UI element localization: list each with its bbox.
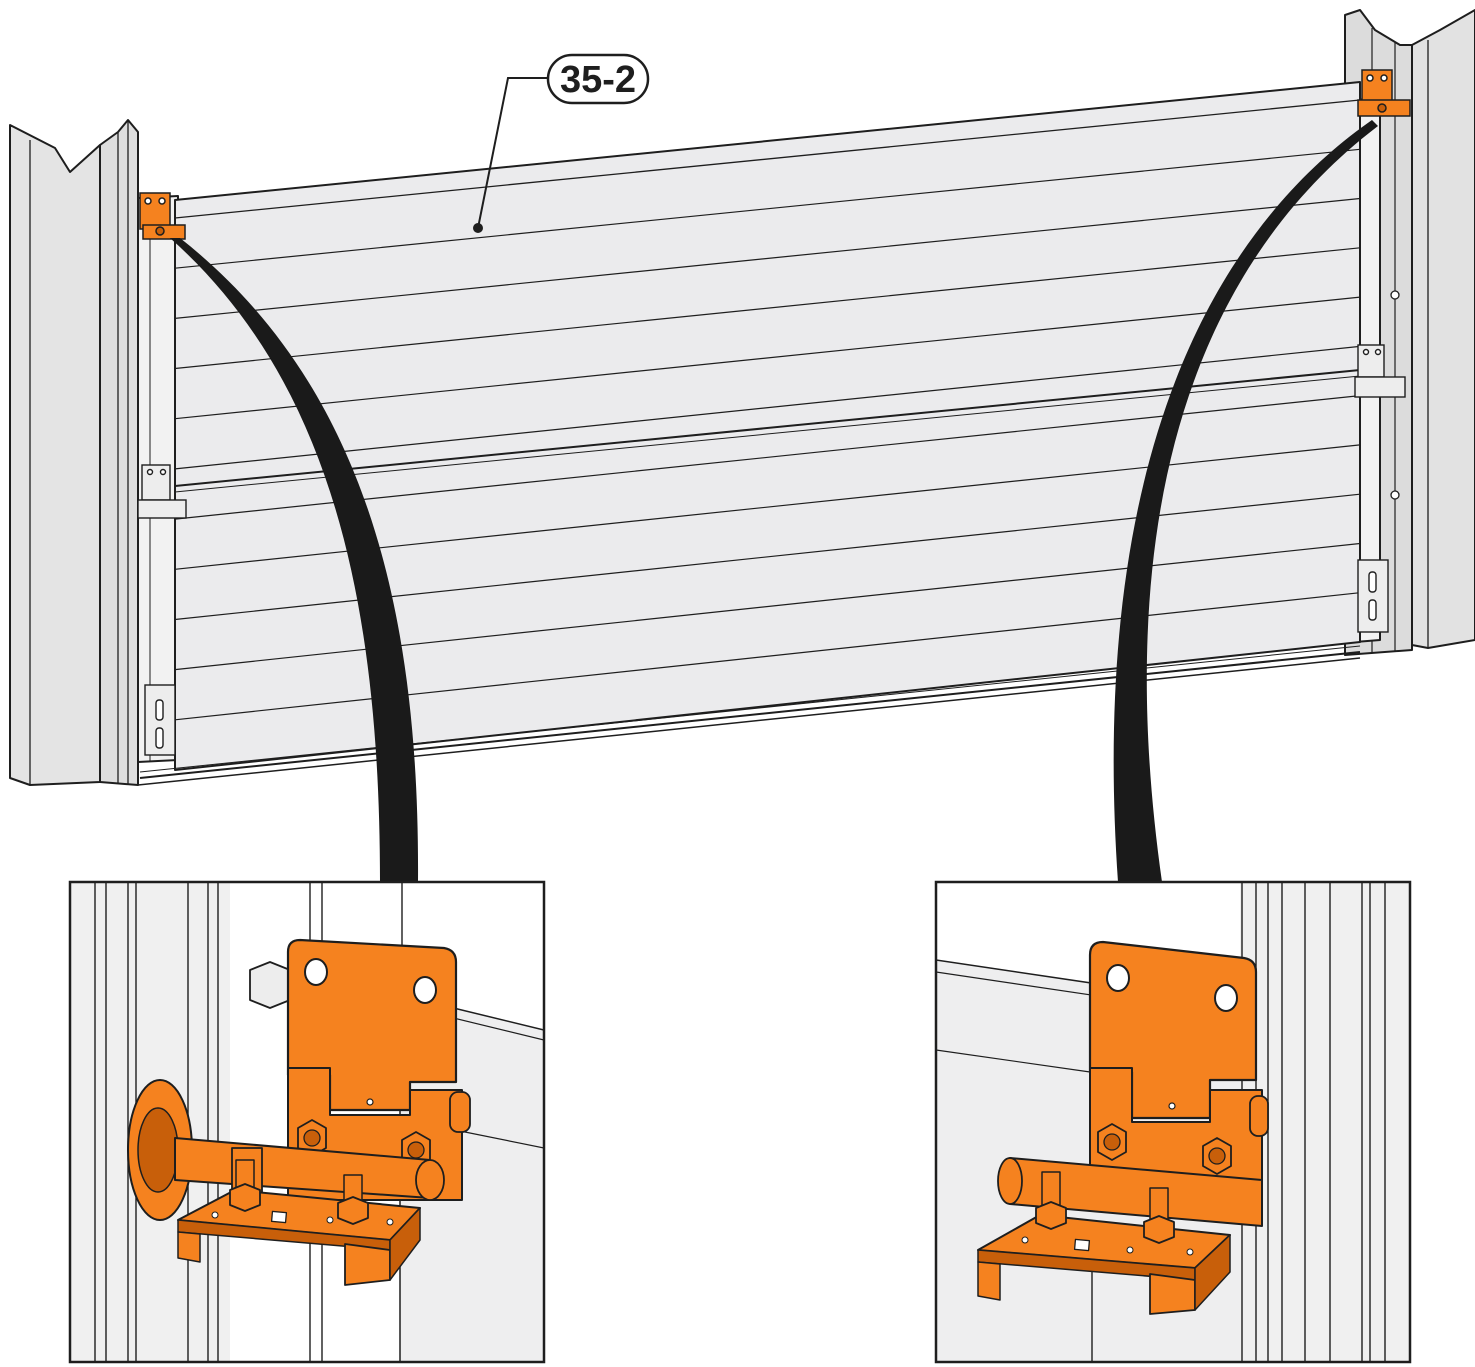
right-zoom-inset [934, 880, 1412, 1364]
hex-bolt-icon [1143, 1187, 1175, 1244]
left-bottom-bracket-icon [144, 684, 176, 756]
panel-groove [174, 296, 1361, 420]
hex-bolt-icon [337, 1174, 369, 1225]
callout-35-2: 35-2 [473, 53, 650, 233]
top-right-bracket-icon [1357, 69, 1411, 117]
hex-bolt-icon [229, 1159, 261, 1212]
left-mid-hinge-icon [137, 464, 187, 519]
left-zoom-inset [68, 880, 546, 1364]
hex-bolt-icon [1097, 1123, 1127, 1161]
hex-bolt-icon [1035, 1171, 1067, 1230]
hex-bolt-icon [297, 1119, 327, 1157]
right-frame-bolts [1390, 290, 1400, 500]
panel-groove [174, 197, 1361, 319]
left-zoom-connector [170, 238, 419, 882]
door-panel-grooves [174, 148, 1361, 721]
right-mid-hinge-icon [1354, 344, 1406, 398]
top-left-bracket-icon [139, 192, 186, 240]
panel-groove [174, 148, 1361, 269]
callout-label: 35-2 [560, 59, 636, 101]
right-bottom-bracket-icon [1357, 559, 1389, 633]
panel-groove [174, 345, 1361, 470]
panel-groove [174, 395, 1361, 520]
panel-groove [174, 247, 1361, 370]
right-zoom-connector [1113, 120, 1378, 882]
door-panel [137, 81, 1361, 786]
hex-bolt-icon [1202, 1137, 1232, 1175]
